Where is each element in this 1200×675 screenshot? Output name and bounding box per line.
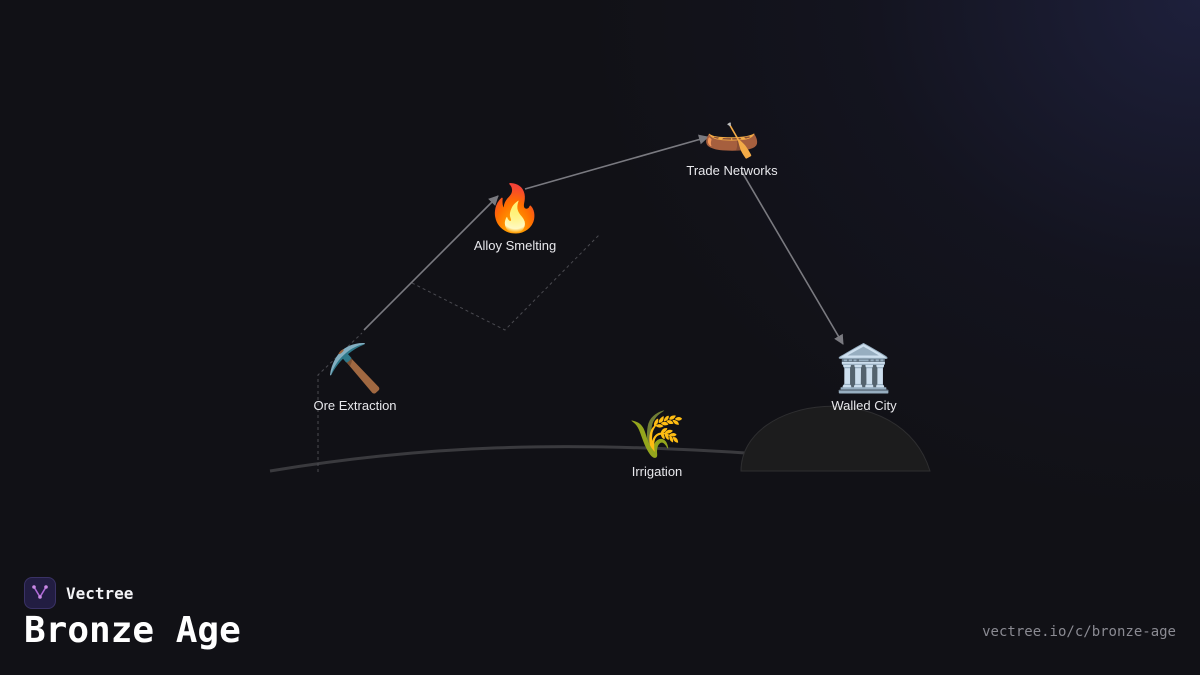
- node-label: Irrigation: [631, 464, 683, 479]
- dashed-guide-left: [317, 332, 363, 472]
- fire-icon: 🔥: [486, 181, 544, 235]
- city-hill: [740, 405, 931, 472]
- brand[interactable]: Vectree: [24, 577, 133, 609]
- sheaf-of-rice-icon: 🌾: [628, 407, 686, 461]
- canoe-icon: 🛶: [703, 106, 761, 160]
- edge-ore-to-alloy: [363, 195, 499, 331]
- classical-building-icon: 🏛️: [835, 341, 893, 395]
- pickaxe-icon: ⛏️: [326, 341, 384, 395]
- node-label: Trade Networks: [686, 163, 778, 178]
- node-walled-city[interactable]: 🏛️ Walled City: [784, 342, 944, 413]
- node-trade-networks[interactable]: 🛶 Trade Networks: [652, 107, 812, 178]
- node-label: Alloy Smelting: [473, 238, 557, 253]
- edge-trade-to-city: [741, 171, 844, 345]
- edge-alloy-to-trade: [524, 134, 709, 190]
- page-title: Bronze Age: [24, 610, 241, 651]
- node-alloy-smelting[interactable]: 🔥 Alloy Smelting: [435, 182, 595, 253]
- page-url[interactable]: vectree.io/c/bronze-age: [982, 624, 1176, 640]
- node-label: Ore Extraction: [313, 398, 397, 413]
- node-ore-extraction[interactable]: ⛏️ Ore Extraction: [275, 342, 435, 413]
- node-label: Walled City: [831, 398, 897, 413]
- brand-name: Vectree: [66, 583, 134, 603]
- ground-curve: [269, 445, 761, 473]
- dashed-guide-center: [411, 233, 601, 331]
- branching-tree-icon: [24, 577, 56, 609]
- node-irrigation[interactable]: 🌾 Irrigation: [577, 408, 737, 479]
